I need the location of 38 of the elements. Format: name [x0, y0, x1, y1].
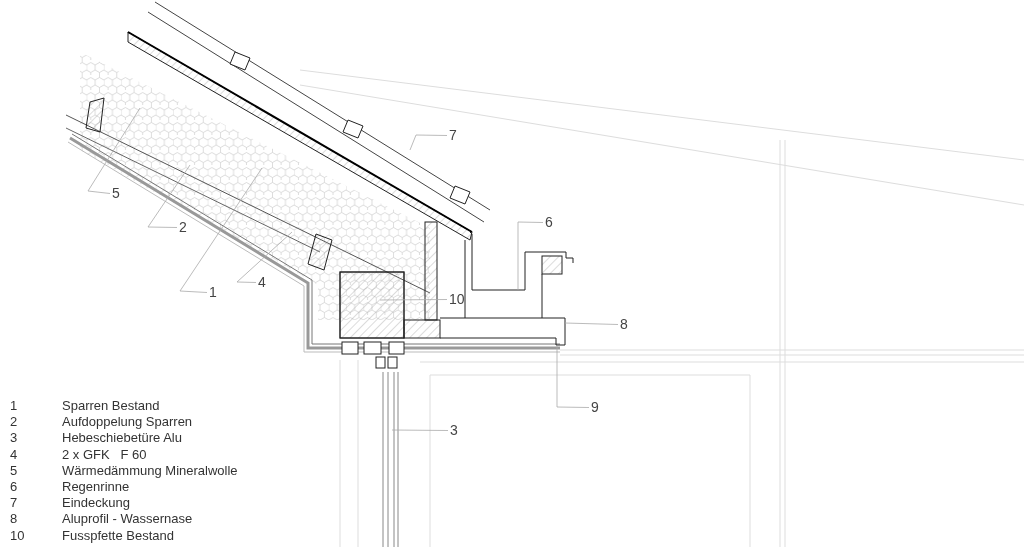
legend-number: 3 — [10, 430, 18, 447]
callout-number: 1 — [209, 284, 217, 300]
legend-description: Regenrinne — [62, 479, 130, 495]
legend-description: Fusspfette Bestand — [62, 527, 174, 544]
leader-line — [379, 299, 448, 301]
leader-line — [409, 134, 448, 151]
callout-number: 9 — [591, 399, 599, 415]
leader-line — [147, 164, 191, 228]
legend-number: 10 — [10, 527, 25, 544]
callout-number: 7 — [449, 127, 457, 143]
leader-line — [179, 167, 263, 293]
legend-number: 8 — [10, 511, 18, 528]
callout-number: 6 — [545, 214, 553, 230]
leader-line — [564, 322, 619, 325]
legend-description: Aluprofil - Wassernase — [62, 511, 193, 528]
legend-description: 2 x GFK F 60 — [62, 446, 147, 463]
legend-number: 4 — [10, 446, 18, 463]
legend-number: 6 — [10, 479, 18, 495]
legend-number: 5 — [10, 462, 18, 479]
legend-number: 2 — [10, 414, 18, 431]
callout-number: 2 — [179, 219, 187, 235]
legend-number: 1 — [10, 398, 18, 414]
legend-description: Wärmedämmung Mineralwolle — [62, 462, 238, 479]
callout-number: 3 — [450, 422, 458, 438]
callout-number: 5 — [112, 185, 120, 201]
legend-description: Aufdoppelung Sparren — [62, 414, 193, 431]
leader-line — [517, 221, 544, 291]
legend-description: Hebeschiebetüre Alu — [62, 430, 182, 447]
callout-number: 8 — [620, 316, 628, 332]
callout-number: 10 — [449, 291, 465, 307]
legend-number: 7 — [10, 495, 18, 512]
legend-description: Sparren Bestand — [62, 398, 160, 414]
leader-line — [236, 231, 293, 283]
leader-line — [391, 429, 449, 431]
callout-number: 4 — [258, 274, 266, 290]
leader-line — [556, 345, 590, 408]
leader-line — [87, 107, 141, 194]
legend-description: Eindeckung — [62, 495, 130, 512]
